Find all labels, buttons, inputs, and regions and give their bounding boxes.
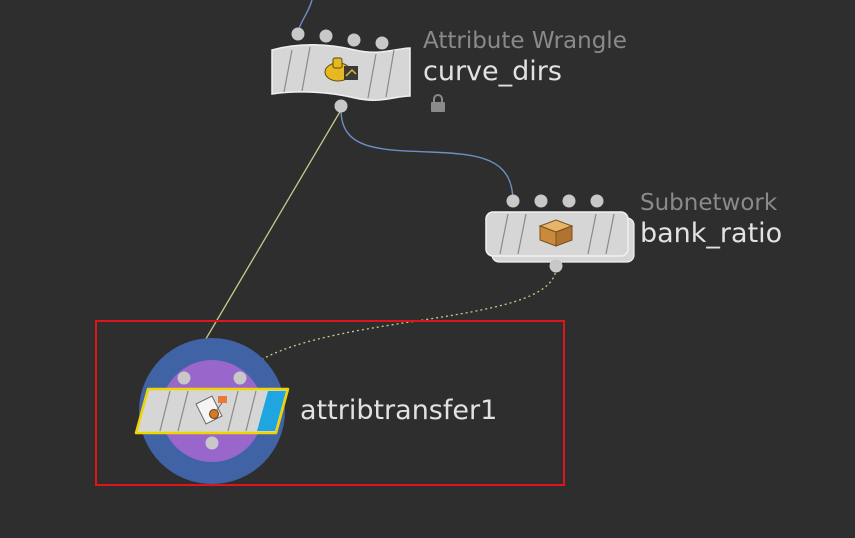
- node-curve-dirs[interactable]: [271, 27, 411, 113]
- node-name-label[interactable]: attribtransfer1: [300, 395, 498, 426]
- node-body-stripes: [499, 213, 615, 255]
- node-name-label[interactable]: curve_dirs: [423, 56, 562, 87]
- input-connector[interactable]: [319, 29, 333, 43]
- lock-icon[interactable]: [430, 94, 446, 112]
- node-type-label: Attribute Wrangle: [423, 28, 627, 54]
- wrangle-icon: [324, 57, 358, 82]
- node-body-stripes: [283, 46, 395, 99]
- node-bank-ratio[interactable]: [485, 194, 635, 273]
- input-connector[interactable]: [590, 194, 604, 208]
- input-connector[interactable]: [562, 194, 576, 208]
- wire-into-curve-dirs: [297, 0, 313, 33]
- output-connector[interactable]: [549, 259, 563, 273]
- node-type-label: Subnetwork: [640, 190, 778, 216]
- input-connector[interactable]: [291, 27, 305, 41]
- subnet-box-icon: [538, 219, 574, 247]
- wire-curve-dirs-to-bank-ratio: [340, 109, 514, 201]
- node-body[interactable]: [485, 211, 629, 257]
- node-name-label[interactable]: bank_ratio: [640, 218, 783, 249]
- node-body-shadow: [491, 217, 635, 263]
- output-connector[interactable]: [334, 99, 348, 113]
- node-body[interactable]: [271, 44, 411, 101]
- input-connector[interactable]: [375, 36, 389, 50]
- input-connector[interactable]: [506, 194, 520, 208]
- input-connector[interactable]: [534, 194, 548, 208]
- input-connector[interactable]: [347, 33, 361, 47]
- selection-highlight-box: [95, 320, 565, 486]
